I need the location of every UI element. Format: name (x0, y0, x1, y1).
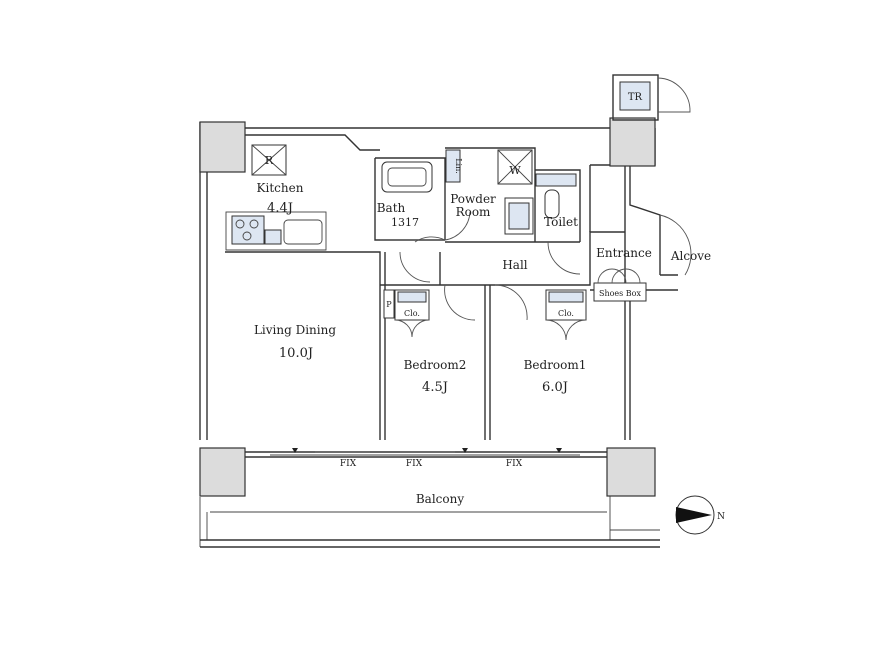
alcove-label: Alcove (670, 249, 711, 263)
kitchen-counter (225, 211, 327, 251)
living-dining-size: 10.0J (279, 346, 313, 361)
bedroom1-size: 6.0J (542, 380, 568, 395)
pantry-label: P (386, 300, 392, 309)
closet-label-bedroom1: Clo. (558, 309, 574, 318)
powder-room-label-2: Room (456, 205, 491, 219)
trunk-room (612, 74, 691, 121)
wet-area (374, 147, 581, 275)
bath-label: Bath (377, 201, 406, 215)
window-markers (292, 448, 562, 453)
bath-size: 1317 (391, 216, 419, 229)
compass-icon (675, 495, 715, 535)
refrigerator-label: R (265, 154, 274, 167)
closet-label-bedroom2: Clo. (404, 309, 420, 318)
washer-label: W (509, 164, 521, 177)
living-dining-label: Living Dining (254, 323, 336, 337)
fix-label-3: FIX (506, 459, 523, 469)
toilet-label: Toilet (544, 215, 578, 229)
shoes-box-label: Shoes Box (599, 289, 642, 298)
bedroom1-label: Bedroom1 (524, 358, 587, 372)
tr-label: TR (628, 92, 643, 103)
fix-label-2: FIX (406, 459, 423, 469)
interior-walls (225, 231, 660, 440)
alcove-door (659, 214, 692, 276)
window-line (270, 451, 580, 456)
closets (383, 289, 587, 341)
structural-columns (199, 117, 656, 497)
balcony-label: Balcony (416, 492, 464, 506)
kitchen-label: Kitchen (257, 181, 304, 195)
shoes-box (593, 268, 647, 302)
compass-north-label: N (717, 512, 725, 522)
powder-room-label: Powder (450, 192, 496, 206)
kitchen-size: 4.4J (267, 201, 293, 216)
hall-label: Hall (502, 258, 527, 272)
entrance-label: Entrance (596, 246, 652, 260)
linen-label: Lin. (454, 158, 463, 174)
refrigerator (251, 144, 287, 176)
bedroom2-size: 4.5J (422, 380, 448, 395)
bedroom2-label: Bedroom2 (404, 358, 467, 372)
fix-label-1: FIX (340, 459, 357, 469)
